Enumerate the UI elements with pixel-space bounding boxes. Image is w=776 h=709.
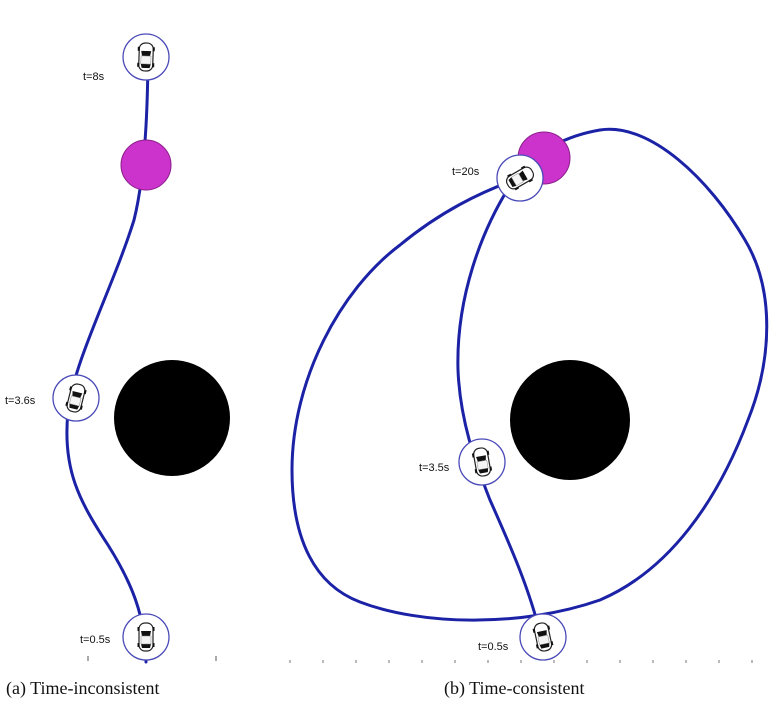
panel-b: t=20s t=3.5s t=0.5s xyxy=(289,127,769,663)
panel-b-axis xyxy=(289,660,753,663)
car-icon xyxy=(122,613,170,661)
car-icon xyxy=(52,374,100,422)
time-label: t=3.6s xyxy=(5,395,36,407)
panel-a-trajectory xyxy=(65,43,150,664)
panel-a-obstacle xyxy=(114,360,230,476)
car-icon xyxy=(122,33,170,81)
car-icon xyxy=(458,438,506,486)
time-label: t=0.5s xyxy=(80,634,111,646)
time-label: t=0.5s xyxy=(478,641,509,653)
panel-a-goal-marker xyxy=(120,139,172,191)
panel-a-axis xyxy=(87,656,217,661)
panel-b-obstacle xyxy=(510,360,630,480)
panel-b-trajectory xyxy=(290,127,769,639)
time-label: t=8s xyxy=(83,71,105,83)
panel-a-caption: (a) Time-inconsistent xyxy=(6,678,160,698)
time-label: t=20s xyxy=(452,166,480,178)
car-icon xyxy=(519,613,567,661)
time-label: t=3.5s xyxy=(419,462,450,474)
panel-b-caption: (b) Time-consistent xyxy=(444,678,585,698)
car-icon xyxy=(496,154,544,202)
panel-a: t=8s t=3.6s t=0.5s xyxy=(5,33,230,664)
